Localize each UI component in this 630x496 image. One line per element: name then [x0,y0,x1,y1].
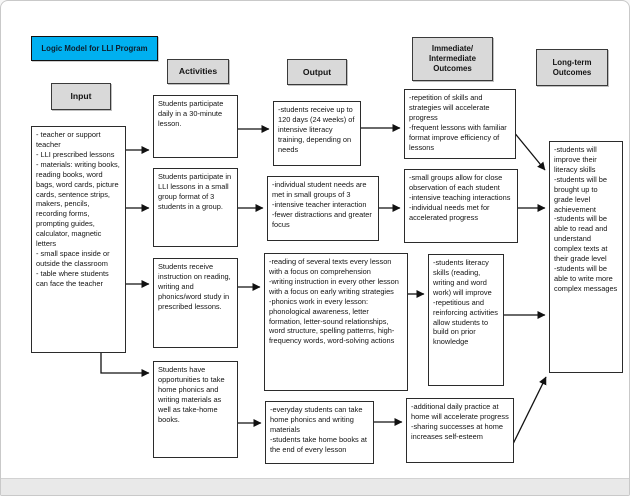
activity-box-daily-lesson: Students participate daily in a 30-minut… [153,95,238,158]
window-bottom-bar [1,478,629,495]
outcome-box-home-practice: -additional daily practice at home will … [406,398,514,463]
output-box-small-groups: -individual student needs are met in sma… [267,176,379,241]
outcome-box-literacy-skills: -students literacy skills (reading, writ… [428,254,504,386]
header-output: Output [287,59,347,85]
diagram-title: Logic Model for LLI Program [31,36,158,61]
outcome-box-repetition: -repetition of skills and strategies wil… [404,89,516,159]
output-box-home-materials: -everyday students can take home phonics… [265,401,374,464]
header-long-term-outcomes: Long-term Outcomes [536,49,608,86]
input-box: - teacher or support teacher - LLI presc… [31,126,126,353]
activity-box-instruction: Students receive instruction on reading,… [153,258,238,348]
header-input: Input [51,83,111,110]
output-box-literacy-training: -students receive up to 120 days (24 wee… [273,101,361,166]
activity-box-take-home: Students have opportunities to take home… [153,361,238,458]
activity-box-small-group: Students participate in LLI lessons in a… [153,168,238,247]
header-activities: Activities [167,59,229,84]
output-box-reading-writing-phonics: -reading of several texts every lesson w… [264,253,408,391]
header-immediate-intermediate-outcomes: Immediate/ Intermediate Outcomes [412,37,493,81]
outcome-box-observation: -small groups allow for close observatio… [404,169,518,243]
long-term-outcomes-box: -students will improve their literacy sk… [549,141,623,373]
